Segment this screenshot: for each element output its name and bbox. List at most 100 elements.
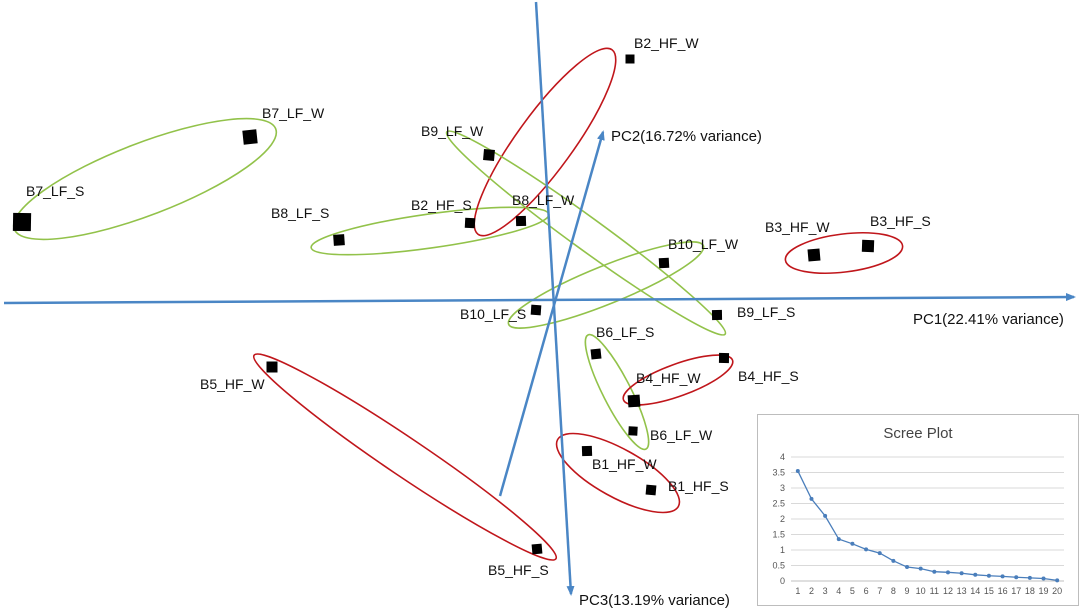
- scree-point: [1014, 575, 1019, 580]
- scree-x-tick: 19: [1039, 586, 1049, 596]
- scree-x-tick: 8: [891, 586, 896, 596]
- group-ellipse-lf: [584, 333, 650, 451]
- sample-point: [581, 445, 593, 457]
- pc3-axis-label: PC3(13.19% variance): [579, 592, 730, 609]
- pc1-axis-label: PC1(22.41% variance): [913, 311, 1064, 328]
- pc2-axis-label: PC2(16.72% variance): [611, 128, 762, 145]
- sample-label: B1_HF_W: [592, 456, 657, 472]
- group-ellipse-hf: [473, 47, 617, 237]
- scree-y-tick: 3.5: [772, 468, 785, 478]
- scree-x-tick: 20: [1052, 586, 1062, 596]
- sample-label: B3_HF_S: [870, 213, 931, 229]
- sample-label: B8_LF_W: [512, 192, 575, 208]
- sample-label: B8_LF_S: [271, 205, 329, 221]
- pc2-axis: [498, 130, 605, 497]
- scree-point: [891, 558, 896, 563]
- sample-label: B5_HF_W: [200, 376, 265, 392]
- scree-point: [1027, 575, 1032, 580]
- scree-y-tick: 0.5: [772, 561, 785, 571]
- scree-x-tick: 12: [943, 586, 953, 596]
- sample-point: [590, 348, 602, 360]
- sample-point: [12, 212, 32, 232]
- sample-point: [242, 129, 258, 145]
- sample-label: B10_LF_W: [668, 236, 739, 252]
- pc3-axis: [534, 1, 575, 596]
- scree-point: [905, 565, 910, 570]
- sample-label: B4_HF_W: [636, 370, 701, 386]
- scree-point: [1055, 578, 1060, 583]
- sample-label: B6_LF_S: [596, 324, 654, 340]
- scree-x-tick: 7: [877, 586, 882, 596]
- sample-point: [807, 248, 821, 262]
- group-ellipses: [12, 47, 904, 561]
- sample-point: [658, 257, 670, 269]
- group-ellipse-hf: [555, 432, 681, 514]
- sample-label: B4_HF_S: [738, 368, 799, 384]
- scree-y-tick: 0: [780, 576, 785, 586]
- scree-x-tick: 15: [984, 586, 994, 596]
- sample-label: B10_LF_S: [460, 306, 526, 322]
- scree-point: [809, 496, 814, 501]
- scree-y-tick: 4: [780, 452, 785, 462]
- scree-point: [918, 566, 923, 571]
- sample-point: [628, 426, 638, 436]
- sample-label: B9_LF_W: [421, 123, 484, 139]
- sample-point: [625, 54, 635, 64]
- sample-point: [464, 217, 476, 229]
- scree-point: [986, 573, 991, 578]
- scree-point: [932, 569, 937, 574]
- sample-point: [515, 215, 527, 227]
- pc1-axis: [3, 293, 1076, 305]
- scree-x-tick: 14: [970, 586, 980, 596]
- scree-x-tick: 6: [864, 586, 869, 596]
- sample-label: B2_HF_W: [634, 35, 699, 51]
- scree-x-tick: 18: [1025, 586, 1035, 596]
- scree-y-tick: 1: [780, 545, 785, 555]
- scree-x-tick: 9: [905, 586, 910, 596]
- scree-y-tick: 2: [780, 514, 785, 524]
- scree-point: [795, 468, 800, 473]
- sample-point: [711, 309, 723, 321]
- group-ellipse-hf: [252, 353, 558, 561]
- scree-point: [973, 572, 978, 577]
- scree-plot-title: Scree Plot: [883, 425, 953, 442]
- scree-x-tick: 11: [930, 586, 939, 596]
- scree-x-tick: 17: [1011, 586, 1021, 596]
- sample-label: B6_LF_W: [650, 427, 713, 443]
- sample-label: B5_HF_S: [488, 562, 549, 578]
- sample-label: B7_LF_S: [26, 183, 84, 199]
- scree-y-tick: 3: [780, 483, 785, 493]
- sample-label: B7_LF_W: [262, 105, 325, 121]
- sample-point: [531, 543, 543, 555]
- scree-point: [945, 570, 950, 575]
- sample-labels: B7_LF_W B7_LF_S B8_LF_S B2_HF_S B8_LF_W B9_LF…: [26, 35, 931, 578]
- scree-y-tick: 1.5: [772, 530, 785, 540]
- scree-x-tick: 2: [809, 586, 814, 596]
- sample-point: [530, 304, 542, 316]
- group-ellipse-lf: [445, 130, 727, 336]
- sample-point: [266, 361, 278, 373]
- sample-label: B1_HF_S: [668, 478, 729, 494]
- scree-point: [1041, 576, 1046, 581]
- scree-x-tick: 5: [850, 586, 855, 596]
- sample-point: [627, 394, 641, 408]
- sample-point: [645, 484, 657, 496]
- sample-point: [333, 234, 345, 246]
- scree-point: [850, 541, 855, 546]
- pc-axes: PC1(22.41% variance) PC2(16.72% variance…: [3, 1, 1076, 609]
- sample-label: B2_HF_S: [411, 197, 472, 213]
- scree-point: [823, 513, 828, 518]
- scree-point: [864, 547, 869, 552]
- scree-x-tick: 10: [916, 586, 926, 596]
- scree-x-tick: 13: [957, 586, 967, 596]
- scree-line: [797, 470, 1058, 582]
- sample-label: B3_HF_W: [765, 219, 830, 235]
- sample-label: B9_LF_S: [737, 304, 795, 320]
- scree-point: [959, 571, 964, 576]
- scree-y-tick: 2.5: [772, 499, 785, 509]
- sample-point: [861, 239, 875, 253]
- group-ellipse-hf: [622, 354, 734, 406]
